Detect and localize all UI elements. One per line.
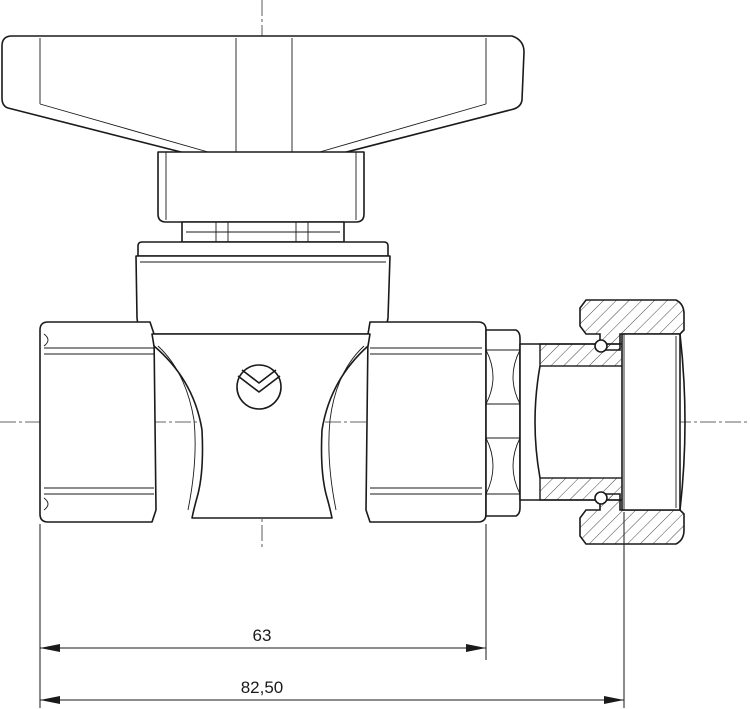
- valve-body: [151, 333, 371, 519]
- dimension-extension-lines: [39, 512, 625, 708]
- stem-collar: [181, 221, 345, 243]
- left-threaded-end: [39, 321, 157, 523]
- right-threaded-end: [365, 321, 487, 523]
- dimension-82-50: 82,50: [40, 678, 624, 704]
- dimension-label-82-50: 82,50: [241, 678, 284, 697]
- butterfly-handle: [1, 35, 525, 169]
- union-nut-section: [579, 299, 686, 545]
- handle-hub: [157, 151, 365, 223]
- connector-tube: [519, 343, 625, 501]
- flow-direction-emblem: [236, 364, 282, 410]
- hex-nut: [485, 329, 521, 517]
- dimension-63: 63: [40, 626, 486, 652]
- bonnet: [135, 241, 391, 335]
- dimension-label-63: 63: [253, 626, 272, 645]
